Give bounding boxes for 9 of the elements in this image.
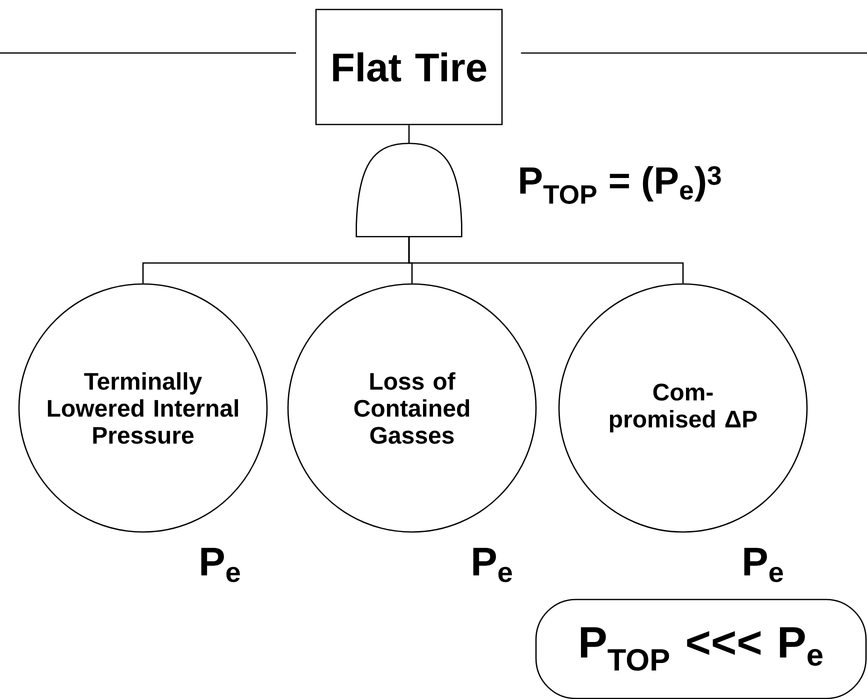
- probability-label: P$_{e}$: [473, 548, 512, 582]
- probability-label: P$_{e}$: [201, 548, 240, 582]
- probability-label: P$_{TOP}$ = (P$_{e}$)$^{3}$: [520, 166, 721, 204]
- connector-line: [408, 236, 684, 284]
- result-box: P$_{TOP}$ <<< P$_{e}$: [535, 598, 867, 699]
- connector-line: [408, 125, 410, 144]
- event-box: Flat Tire: [315, 8, 503, 126]
- and-gate: [356, 142, 462, 238]
- probability-label: P$_{e}$: [744, 548, 783, 582]
